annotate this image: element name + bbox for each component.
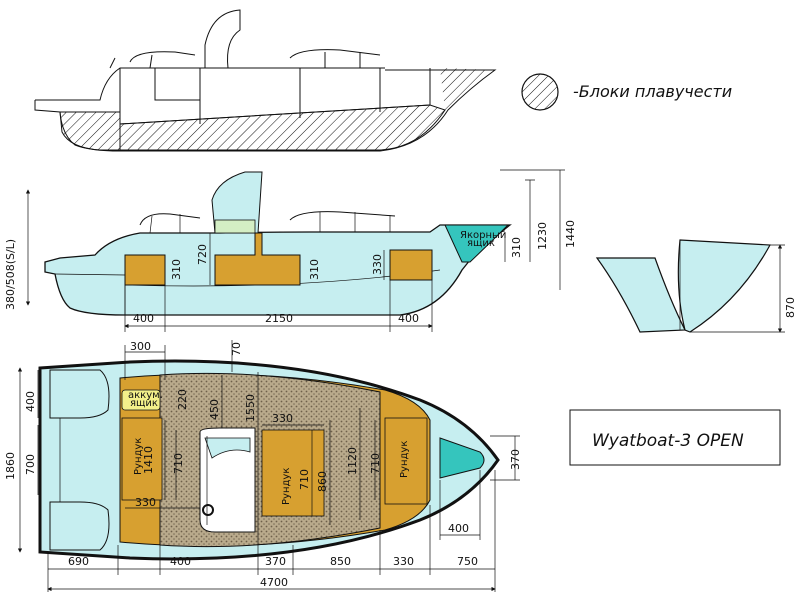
locker-stern	[121, 417, 163, 501]
dim-b-850: 850	[330, 555, 351, 568]
dim-330b: 330	[272, 412, 293, 425]
dim-w-400: 400	[24, 391, 37, 412]
cross-section-view: 870	[595, 239, 797, 333]
dim-bow: 310	[510, 237, 523, 258]
dim-console: 720	[196, 244, 209, 265]
anchor-box-label-1: Якорный	[460, 230, 506, 241]
float-block-swatch	[521, 73, 559, 111]
locker-label-3: Рундук	[399, 441, 410, 478]
dim-710c: 710	[369, 453, 382, 474]
dim-b-370: 370	[265, 555, 286, 568]
dim-860: 860	[316, 471, 329, 492]
locker-label-2: Рундук	[281, 468, 292, 505]
dim-710a: 710	[172, 453, 185, 474]
title-box: Wyatboat-3 OPEN	[569, 409, 781, 466]
dim-1440: 1440	[564, 220, 577, 248]
dim-total-4700: 4700	[260, 576, 288, 589]
dim-top-70: 70	[230, 342, 243, 356]
dim-1410: 1410	[142, 446, 155, 474]
model-title: Wyatboat-3 OPEN	[592, 431, 744, 451]
dim-370-bow: 370	[509, 449, 522, 470]
battery-label-1: аккум.	[128, 390, 163, 401]
steering-wheel	[202, 504, 214, 516]
dim-seat1: 310	[170, 259, 183, 280]
legend-label: -Блоки плавучести	[573, 82, 732, 101]
dim-1120: 1120	[346, 447, 359, 475]
dim-draft: 380/508(S/L)	[4, 239, 17, 310]
dim-710b: 710	[298, 469, 311, 490]
colored-side-view: Якорный ящик 380/508(S/L) 310 720 310 33…	[4, 169, 577, 332]
seat-block-1	[124, 254, 166, 286]
locker-bow	[384, 417, 428, 505]
dim-b-690: 690	[68, 555, 89, 568]
dim-len-400a: 400	[133, 312, 154, 325]
dim-400-bow: 400	[448, 522, 469, 535]
dim-section-870: 870	[784, 297, 797, 318]
locker-label-1: Рундук	[133, 438, 144, 475]
dim-1230: 1230	[536, 222, 549, 250]
dim-330a: 330	[135, 496, 156, 509]
dim-len-400b: 400	[398, 312, 419, 325]
dim-seat3: 330	[371, 254, 384, 275]
dim-450: 450	[208, 399, 221, 420]
dim-1550: 1550	[244, 394, 257, 422]
seat-block-3	[389, 249, 433, 281]
battery-label-2: ящик	[130, 398, 158, 409]
dim-b-400: 400	[170, 555, 191, 568]
anchor-box-label-2: ящик	[467, 238, 495, 249]
bow-anchor-locker	[439, 437, 485, 479]
dim-top-300: 300	[130, 340, 151, 353]
dim-w-700: 700	[24, 454, 37, 475]
battery-box	[121, 389, 161, 411]
dim-1860: 1860	[4, 452, 17, 480]
dim-b-330: 330	[393, 555, 414, 568]
legend: -Блоки плавучести	[521, 73, 732, 111]
dim-seat2: 310	[308, 259, 321, 280]
outline-side-view	[34, 9, 497, 152]
dim-len-2150: 2150	[265, 312, 293, 325]
dim-box-220: 220	[176, 389, 189, 410]
plan-view: аккум. ящик Рундук Рундук Рундук 300 70 …	[4, 340, 522, 592]
dim-b-750: 750	[457, 555, 478, 568]
locker-middle	[261, 429, 325, 517]
